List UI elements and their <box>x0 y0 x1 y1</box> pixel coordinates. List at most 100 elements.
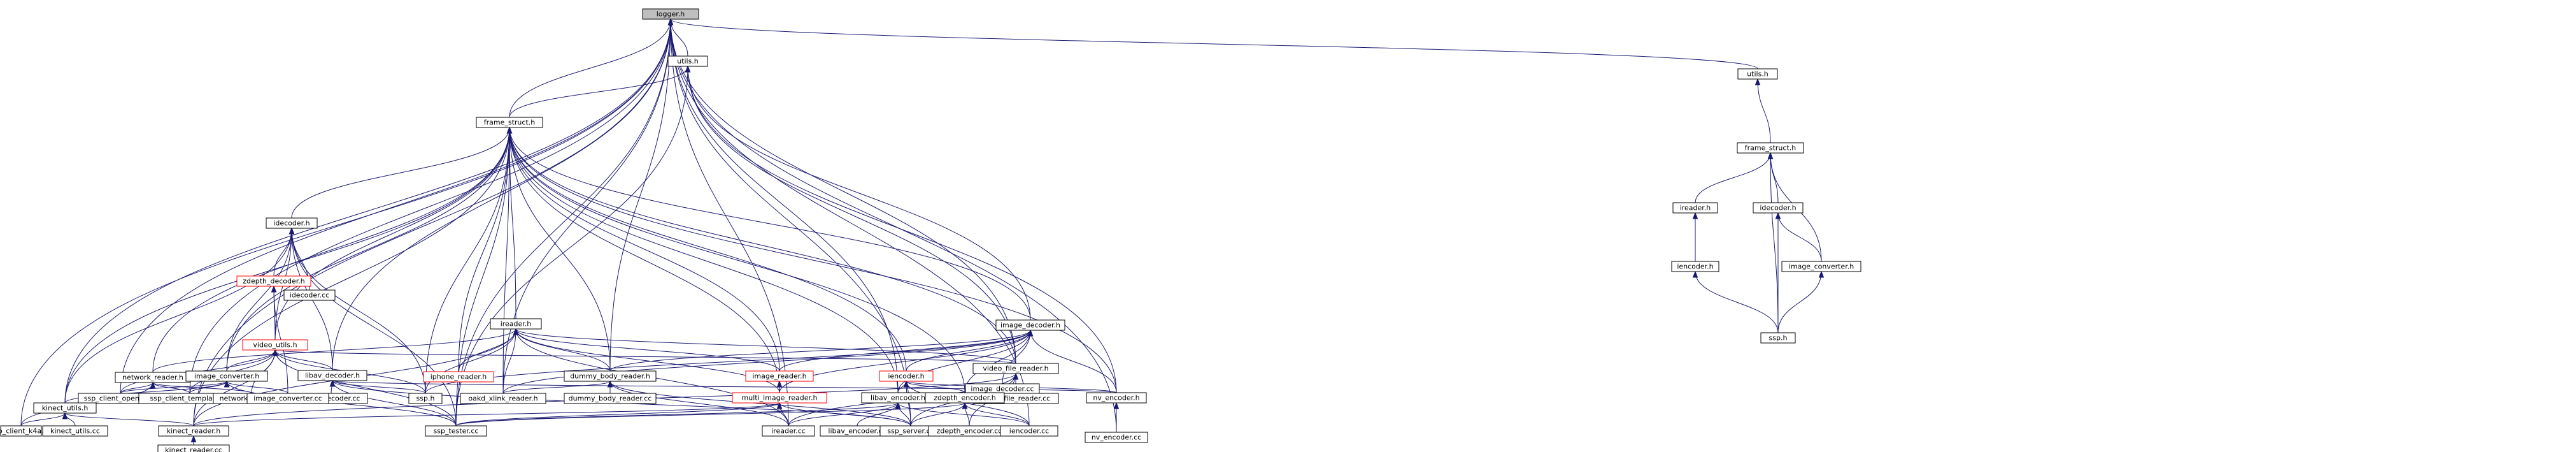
dependency-edge <box>788 402 901 426</box>
file-node[interactable]: video_utils.h <box>242 339 308 351</box>
node-box <box>158 425 229 437</box>
node-label: utils.h <box>677 57 699 66</box>
dependency-edge <box>667 18 1758 69</box>
file-node[interactable]: utils.h <box>667 55 708 67</box>
file-node[interactable]: idecoder.h <box>1753 202 1804 214</box>
node-label: ireader.cc <box>771 427 806 435</box>
file-node[interactable]: image_reader.h <box>745 370 814 382</box>
dependency-edge <box>513 328 611 372</box>
node-box <box>236 275 311 287</box>
file-node[interactable]: libav_decoder.h <box>297 370 367 381</box>
node-box <box>185 370 268 382</box>
dependency-edge <box>1695 152 1774 203</box>
dependency-edge <box>513 328 1016 364</box>
file-node[interactable]: ireader.cc <box>762 425 815 437</box>
file-node[interactable]: libav_encoder.cc <box>820 425 895 437</box>
dependency-edge <box>513 328 780 393</box>
node-box <box>1753 202 1804 214</box>
node-box <box>297 370 367 381</box>
dependency-edge <box>685 65 1016 364</box>
node-box <box>1760 332 1796 344</box>
file-node[interactable]: frame_struct.h <box>476 117 543 128</box>
node-box <box>972 363 1059 374</box>
file-node[interactable]: zdepth_encoder.cc <box>928 425 1011 437</box>
file-node[interactable]: image_converter.h <box>185 370 268 382</box>
file-node[interactable]: frame_struct.h <box>1737 142 1804 154</box>
file-node[interactable]: iphone_reader.h <box>423 371 494 383</box>
node-label: ireader.h <box>1680 204 1711 212</box>
dependency-edge <box>1767 152 1779 333</box>
file-node[interactable]: kinect_utils.h <box>33 402 97 414</box>
node-label: zdepth_encoder.h <box>934 394 996 402</box>
node-label: nv_encoder.cc <box>1092 434 1141 442</box>
file-node[interactable]: ssp.h <box>1760 332 1796 344</box>
file-node[interactable]: video_file_reader.h <box>972 363 1059 374</box>
file-node[interactable]: image_decoder.cc <box>965 383 1040 395</box>
file-node[interactable]: logger.h <box>642 8 699 20</box>
file-node[interactable]: nv_encoder.cc <box>1085 432 1148 443</box>
node-box <box>732 392 827 404</box>
node-label: logger.h <box>657 10 685 18</box>
file-node[interactable]: iencoder.h <box>879 370 934 382</box>
file-node[interactable]: oakd_xlink_reader.h <box>460 393 546 404</box>
dependency-edge <box>1775 212 1781 333</box>
node-label: frame_struct.h <box>484 119 536 127</box>
file-node[interactable]: dummy_body_reader.cc <box>564 393 657 404</box>
file-node[interactable]: libav_encoder.h <box>861 392 935 404</box>
node-box <box>33 402 97 414</box>
file-node[interactable]: ssp_client_k4a.cc <box>0 425 52 437</box>
node-box <box>995 319 1065 331</box>
dependency-edge <box>667 18 1016 364</box>
dependency-edge <box>506 126 780 372</box>
file-node[interactable]: kinect_reader.cc <box>157 444 230 452</box>
file-node[interactable]: zdepth_encoder.h <box>925 392 1005 404</box>
file-node[interactable]: network_reader.h <box>115 372 191 383</box>
node-label: utils.h <box>1747 70 1768 78</box>
node-label: network_reader.h <box>122 374 183 382</box>
file-node[interactable]: image_decoder.h <box>995 319 1065 331</box>
node-label: video_file_reader.h <box>983 365 1048 373</box>
file-node[interactable]: ssp_server.cc <box>879 425 942 437</box>
file-node[interactable]: utils.h <box>1737 68 1778 80</box>
file-node[interactable]: ireader.h <box>490 318 542 330</box>
dependency-edge <box>903 380 1030 426</box>
dependency-edge <box>667 18 899 393</box>
node-box <box>925 392 1005 404</box>
node-box <box>266 217 318 229</box>
file-node[interactable]: zdepth_decoder.h <box>236 275 311 287</box>
dependency-edge <box>226 126 513 372</box>
node-box <box>42 425 108 437</box>
file-node[interactable]: dummy_body_reader.h <box>564 370 657 382</box>
node-box <box>1671 261 1719 272</box>
file-node[interactable]: idecoder.cc <box>283 289 336 301</box>
file-node[interactable]: nv_encoder.h <box>1086 392 1147 404</box>
node-label: kinect_utils.cc <box>50 427 100 435</box>
dependency-edge <box>224 380 288 394</box>
node-label: image_converter.h <box>1789 263 1854 271</box>
file-node[interactable]: ssp_tester.cc <box>425 425 487 437</box>
node-label: ssp_client_template.cc <box>150 395 230 403</box>
file-node[interactable]: kinect_utils.cc <box>42 425 108 437</box>
node-box <box>564 393 657 404</box>
node-label: image_decoder.h <box>1000 321 1060 330</box>
file-node[interactable]: iencoder.h <box>1671 261 1719 272</box>
file-node[interactable]: idecoder.h <box>266 217 318 229</box>
dependency-edge <box>152 126 513 373</box>
node-box <box>408 393 443 404</box>
dependency-edge <box>120 380 230 394</box>
file-node[interactable]: image_converter.h <box>1781 261 1861 272</box>
node-label: iencoder.h <box>1677 263 1713 271</box>
node-label: zdepth_encoder.cc <box>937 427 1002 435</box>
file-node[interactable]: ireader.h <box>1672 202 1718 214</box>
dependency-edge <box>509 18 674 118</box>
file-node[interactable]: image_converter.cc <box>246 393 329 404</box>
dependency-edge <box>272 349 457 426</box>
file-node[interactable]: iencoder.cc <box>1000 425 1058 437</box>
node-box <box>762 425 815 437</box>
file-node[interactable]: multi_image_reader.h <box>732 392 827 404</box>
dependency-edge <box>607 380 911 426</box>
dependency-edge <box>455 402 783 426</box>
file-node[interactable]: ssp.h <box>408 393 443 404</box>
file-node[interactable]: kinect_reader.h <box>158 425 229 437</box>
node-label: idecoder.cc <box>290 291 329 300</box>
